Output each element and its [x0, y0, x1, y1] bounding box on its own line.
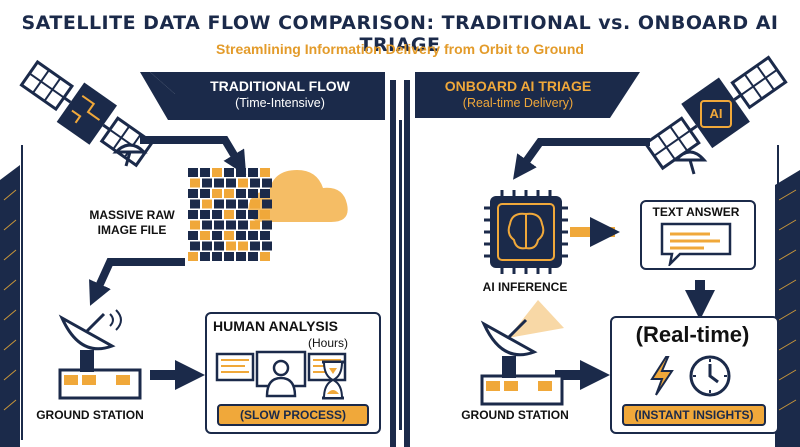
analysis-duration: (Hours)	[308, 336, 349, 350]
hourglass-icon	[322, 360, 344, 400]
onboard-heading-block: ONBOARD AI TRIAGE (Real-time Delivery)	[418, 78, 618, 112]
ai-inference-label: AI INFERENCE	[482, 280, 568, 294]
clock-icon	[689, 355, 731, 397]
pixel-mosaic-icon	[188, 168, 272, 261]
text-answer-label: TEXT ANSWER	[652, 205, 740, 219]
onboard-heading: ONBOARD AI TRIAGE	[444, 78, 592, 94]
cloud-icon	[248, 170, 348, 222]
ai-chip-brain-icon	[484, 190, 568, 274]
ai-chip-label: AI	[700, 100, 732, 128]
ground-station-icon	[58, 309, 142, 400]
page-subtitle: Streamlining Information Delivery from O…	[216, 41, 584, 57]
real-time-title: (Real-time)	[635, 322, 750, 347]
traditional-heading-block: TRADITIONAL FLOW (Time-Intensive)	[175, 78, 385, 112]
traditional-subheading: (Time-Intensive)	[235, 96, 325, 110]
lightning-icon	[650, 356, 674, 396]
satellite-icon	[19, 59, 155, 168]
traditional-heading: TRADITIONAL FLOW	[210, 78, 350, 94]
speech-bubble-icon	[660, 222, 732, 266]
raw-file-label: MASSIVE RAW IMAGE FILE	[89, 208, 175, 237]
onboard-subheading: (Real-time Delivery)	[462, 96, 574, 110]
traditional-station-label: GROUND STATION	[36, 408, 144, 422]
slow-process-badge: (SLOW PROCESS)	[217, 404, 369, 426]
onboard-banner-bg	[415, 72, 640, 118]
analysis-title: HUMAN ANALYSIS	[213, 318, 338, 334]
instant-insights-badge: (INSTANT INSIGHTS)	[622, 404, 766, 426]
onboard-station-label: GROUND STATION	[461, 408, 569, 422]
page-title: SATELLITE DATA FLOW COMPARISON: TRADITIO…	[21, 12, 779, 56]
traditional-banner-bg	[150, 72, 385, 94]
ground-station-icon	[480, 300, 564, 406]
